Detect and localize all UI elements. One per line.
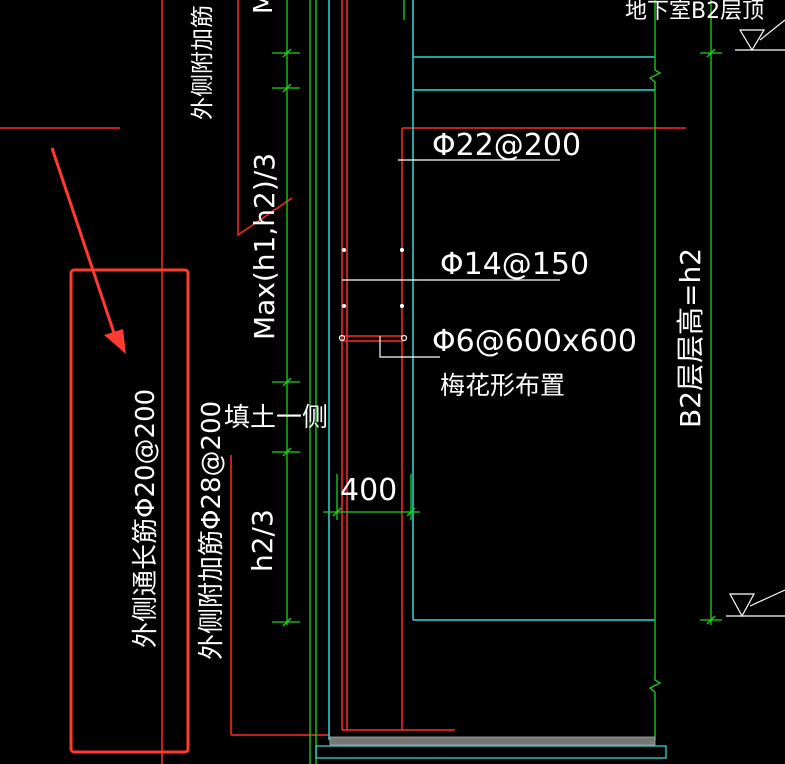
annotation-arrow — [50, 147, 126, 354]
rebar-14-label: Φ14@150 — [440, 247, 589, 282]
highlight-box — [69, 268, 190, 754]
max-third-dimension: Max(h1,h2)/3 — [248, 153, 281, 340]
green-dimensions — [272, 0, 722, 764]
top-m-label: M — [249, 0, 279, 14]
top-right-title: 地下室B2层顶 — [625, 0, 764, 24]
red-linework — [0, 0, 686, 764]
white-leaders — [338, 19, 785, 618]
bottom-slab — [315, 736, 667, 759]
outer-additional-top-label: 外侧附加筋 — [190, 5, 216, 120]
width-400-dimension: 400 — [340, 473, 397, 508]
fill-side-label: 填土一侧 — [224, 403, 328, 433]
outer-continuous-rebar-label: 外侧通长筋Φ20@200 — [131, 389, 161, 648]
h2-third-dimension: h2/3 — [246, 509, 279, 572]
cyan-outline — [328, 0, 655, 740]
plum-layout-label: 梅花形布置 — [440, 371, 565, 400]
outer-additional-rebar-label: 外侧附加筋Φ28@200 — [197, 401, 227, 660]
b2-height-dimension: B2层层高=h2 — [674, 248, 707, 428]
rebar-22-label: Φ22@200 — [432, 128, 581, 163]
rebar-6-label: Φ6@600x600 — [432, 324, 637, 359]
